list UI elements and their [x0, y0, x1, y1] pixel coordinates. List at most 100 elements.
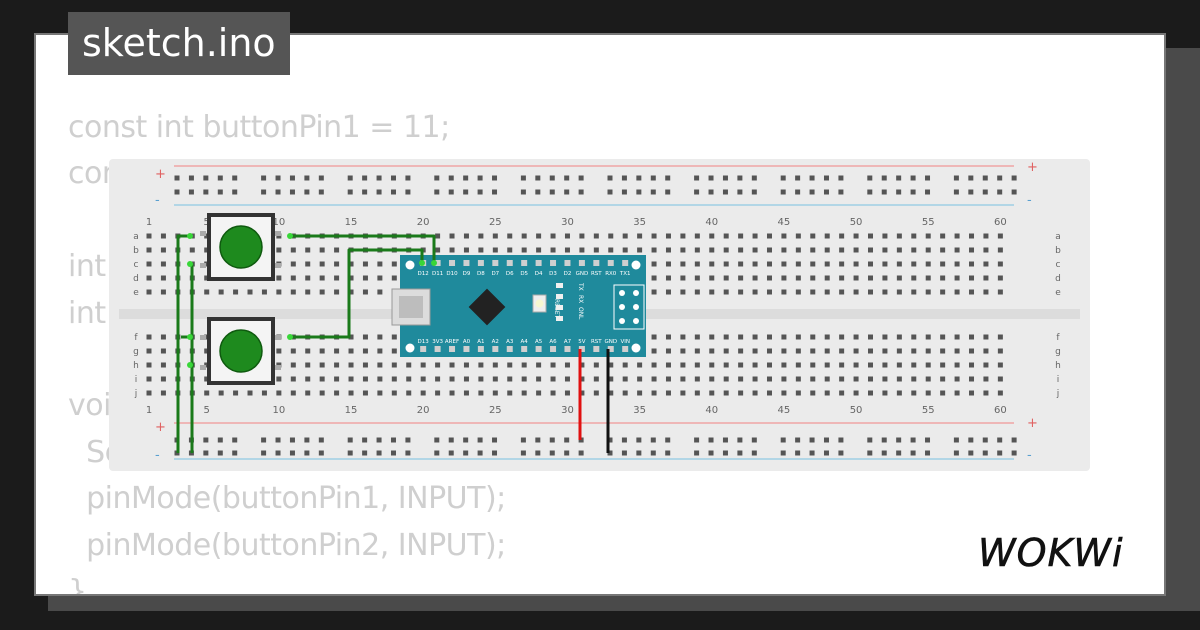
rail-hole[interactable]: [925, 437, 931, 443]
rail-hole[interactable]: [434, 450, 440, 456]
breadboard-hole[interactable]: [940, 376, 946, 382]
rail-hole[interactable]: [535, 450, 541, 456]
breadboard-hole[interactable]: [362, 289, 368, 295]
breadboard-hole[interactable]: [983, 247, 989, 253]
breadboard-hole[interactable]: [709, 261, 715, 267]
breadboard-hole[interactable]: [334, 390, 340, 396]
breadboard-hole[interactable]: [781, 233, 787, 239]
rail-hole[interactable]: [405, 175, 411, 181]
breadboard-hole[interactable]: [738, 289, 744, 295]
breadboard-hole[interactable]: [694, 261, 700, 267]
arduino-pin[interactable]: [622, 260, 629, 266]
rail-hole[interactable]: [636, 450, 642, 456]
rail-hole[interactable]: [549, 189, 555, 195]
breadboard-hole[interactable]: [810, 376, 816, 382]
breadboard-hole[interactable]: [839, 261, 845, 267]
breadboard-hole[interactable]: [680, 390, 686, 396]
rail-hole[interactable]: [910, 450, 916, 456]
rail-hole[interactable]: [1011, 437, 1017, 443]
breadboard-hole[interactable]: [651, 289, 657, 295]
breadboard-hole[interactable]: [593, 233, 599, 239]
breadboard-hole[interactable]: [334, 261, 340, 267]
arduino-pin[interactable]: [506, 346, 513, 352]
rail-hole[interactable]: [304, 189, 310, 195]
breadboard-hole[interactable]: [954, 348, 960, 354]
arduino-pin[interactable]: [463, 346, 470, 352]
breadboard-hole[interactable]: [925, 348, 931, 354]
breadboard-hole[interactable]: [781, 390, 787, 396]
breadboard-hole[interactable]: [810, 334, 816, 340]
breadboard-hole[interactable]: [276, 275, 282, 281]
breadboard-hole[interactable]: [247, 390, 253, 396]
breadboard-hole[interactable]: [290, 362, 296, 368]
rail-hole[interactable]: [289, 437, 295, 443]
breadboard-hole[interactable]: [651, 390, 657, 396]
breadboard-hole[interactable]: [752, 247, 758, 253]
breadboard-hole[interactable]: [507, 247, 513, 253]
breadboard-hole[interactable]: [824, 348, 830, 354]
rail-hole[interactable]: [477, 189, 483, 195]
breadboard-hole[interactable]: [492, 247, 498, 253]
breadboard-hole[interactable]: [492, 362, 498, 368]
breadboard-hole[interactable]: [709, 233, 715, 239]
breadboard-hole[interactable]: [334, 247, 340, 253]
breadboard-hole[interactable]: [204, 362, 210, 368]
breadboard-hole[interactable]: [680, 289, 686, 295]
breadboard-hole[interactable]: [564, 376, 570, 382]
rail-hole[interactable]: [520, 450, 526, 456]
breadboard-hole[interactable]: [810, 275, 816, 281]
rail-hole[interactable]: [203, 437, 209, 443]
breadboard-hole[interactable]: [694, 390, 700, 396]
breadboard-hole[interactable]: [766, 289, 772, 295]
breadboard-hole[interactable]: [694, 362, 700, 368]
breadboard-hole[interactable]: [536, 247, 542, 253]
rail-hole[interactable]: [621, 189, 627, 195]
breadboard-hole[interactable]: [391, 275, 397, 281]
breadboard-hole[interactable]: [824, 362, 830, 368]
breadboard-hole[interactable]: [997, 376, 1003, 382]
breadboard-hole[interactable]: [305, 348, 311, 354]
breadboard-hole[interactable]: [463, 247, 469, 253]
rail-hole[interactable]: [1011, 189, 1017, 195]
breadboard-hole[interactable]: [954, 334, 960, 340]
breadboard-hole[interactable]: [940, 348, 946, 354]
breadboard-hole[interactable]: [160, 261, 166, 267]
rail-hole[interactable]: [535, 189, 541, 195]
rail-hole[interactable]: [780, 437, 786, 443]
arduino-pin[interactable]: [550, 346, 557, 352]
rail-hole[interactable]: [261, 189, 267, 195]
breadboard-hole[interactable]: [795, 334, 801, 340]
rail-hole[interactable]: [217, 175, 223, 181]
breadboard-hole[interactable]: [752, 390, 758, 396]
breadboard-hole[interactable]: [824, 233, 830, 239]
breadboard-hole[interactable]: [204, 233, 210, 239]
breadboard-hole[interactable]: [290, 348, 296, 354]
breadboard-hole[interactable]: [406, 390, 412, 396]
rail-hole[interactable]: [795, 450, 801, 456]
rail-hole[interactable]: [362, 450, 368, 456]
breadboard-hole[interactable]: [954, 362, 960, 368]
rail-hole[interactable]: [232, 175, 238, 181]
rail-hole[interactable]: [390, 437, 396, 443]
breadboard-hole[interactable]: [665, 390, 671, 396]
rail-hole[interactable]: [520, 175, 526, 181]
breadboard-hole[interactable]: [189, 247, 195, 253]
rail-hole[interactable]: [751, 175, 757, 181]
breadboard-hole[interactable]: [680, 247, 686, 253]
breadboard-hole[interactable]: [882, 233, 888, 239]
arduino-pin[interactable]: [449, 346, 456, 352]
breadboard-hole[interactable]: [723, 334, 729, 340]
rail-hole[interactable]: [304, 450, 310, 456]
rail-hole[interactable]: [607, 437, 613, 443]
breadboard-hole[interactable]: [738, 348, 744, 354]
rail-hole[interactable]: [304, 437, 310, 443]
breadboard-hole[interactable]: [146, 334, 152, 340]
rail-hole[interactable]: [477, 450, 483, 456]
breadboard-hole[interactable]: [810, 233, 816, 239]
breadboard-hole[interactable]: [766, 390, 772, 396]
rail-hole[interactable]: [838, 189, 844, 195]
breadboard-hole[interactable]: [853, 275, 859, 281]
breadboard-hole[interactable]: [709, 275, 715, 281]
rail-hole[interactable]: [838, 175, 844, 181]
rail-hole[interactable]: [968, 450, 974, 456]
